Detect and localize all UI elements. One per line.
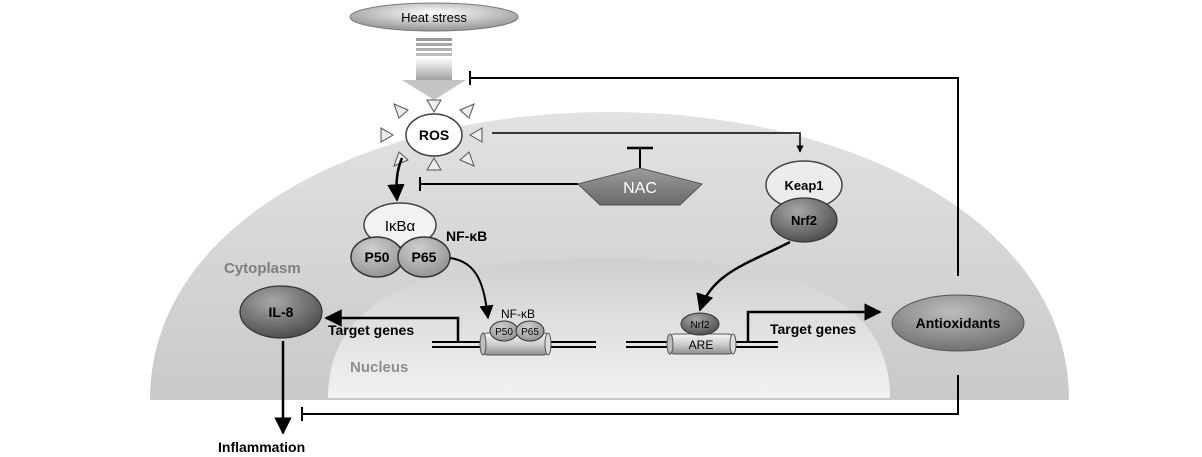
nrf2-small-label: Nrf2 xyxy=(691,320,710,331)
p65-small-label: P65 xyxy=(521,327,539,338)
ros-label: ROS xyxy=(419,127,449,143)
antioxidants-node: Antioxidants xyxy=(891,294,1025,352)
target-genes-right-label: Target genes xyxy=(770,321,856,337)
heat-to-ros-arrow xyxy=(402,38,466,100)
are-label: ARE xyxy=(689,338,714,352)
il8-label: IL-8 xyxy=(269,304,294,320)
keap1-label: Keap1 xyxy=(784,178,823,193)
antioxidants-inhibit-inflammation xyxy=(301,375,959,421)
p65-node: P65 xyxy=(397,236,451,278)
p50-small-label: P50 xyxy=(495,327,513,338)
nac-inhibits-ros-bar xyxy=(419,177,578,191)
p65-small-node: P65 xyxy=(515,320,545,342)
nrf2-label: Nrf2 xyxy=(791,213,817,228)
cytoplasm-label: Cytoplasm xyxy=(224,260,301,277)
nfkb-label: NF-κB xyxy=(446,228,487,244)
nfkb-translocation-arrow xyxy=(449,257,494,320)
are-promoter: ARE xyxy=(626,303,882,355)
antioxidants-label: Antioxidants xyxy=(916,315,1001,331)
il8-node: IL-8 xyxy=(239,285,323,339)
nucleus-body xyxy=(328,258,890,398)
nrf2-small-node: Nrf2 xyxy=(680,312,720,336)
ros-to-ikba-arrow xyxy=(387,157,405,202)
target-genes-left-label: Target genes xyxy=(328,322,414,338)
ros-to-keap1-arrow xyxy=(492,132,804,153)
p65-label: P65 xyxy=(412,249,437,265)
inflammation-label: Inflammation xyxy=(218,439,305,455)
nac-label: NAC xyxy=(623,180,657,197)
p50-node: P50 xyxy=(350,236,404,278)
nucleus-label: Nucleus xyxy=(350,359,408,376)
heat-stress-node: Heat stress xyxy=(349,2,519,32)
heat-stress-label: Heat stress xyxy=(401,10,467,25)
nfkb-nuclear-label: NF-κB xyxy=(501,307,535,321)
nrf2-node: Nrf2 xyxy=(770,197,838,243)
nrf2-to-are-arrow xyxy=(696,240,791,312)
p50-label: P50 xyxy=(365,249,390,265)
ikba-label: IκBα xyxy=(385,218,416,235)
p50-small-node: P50 xyxy=(489,320,519,342)
antioxidants-inhibit-ros xyxy=(469,71,959,276)
ikba-node: IκBα xyxy=(363,202,437,248)
ros-node: ROS xyxy=(380,99,483,171)
nac-node: NAC xyxy=(577,146,703,206)
